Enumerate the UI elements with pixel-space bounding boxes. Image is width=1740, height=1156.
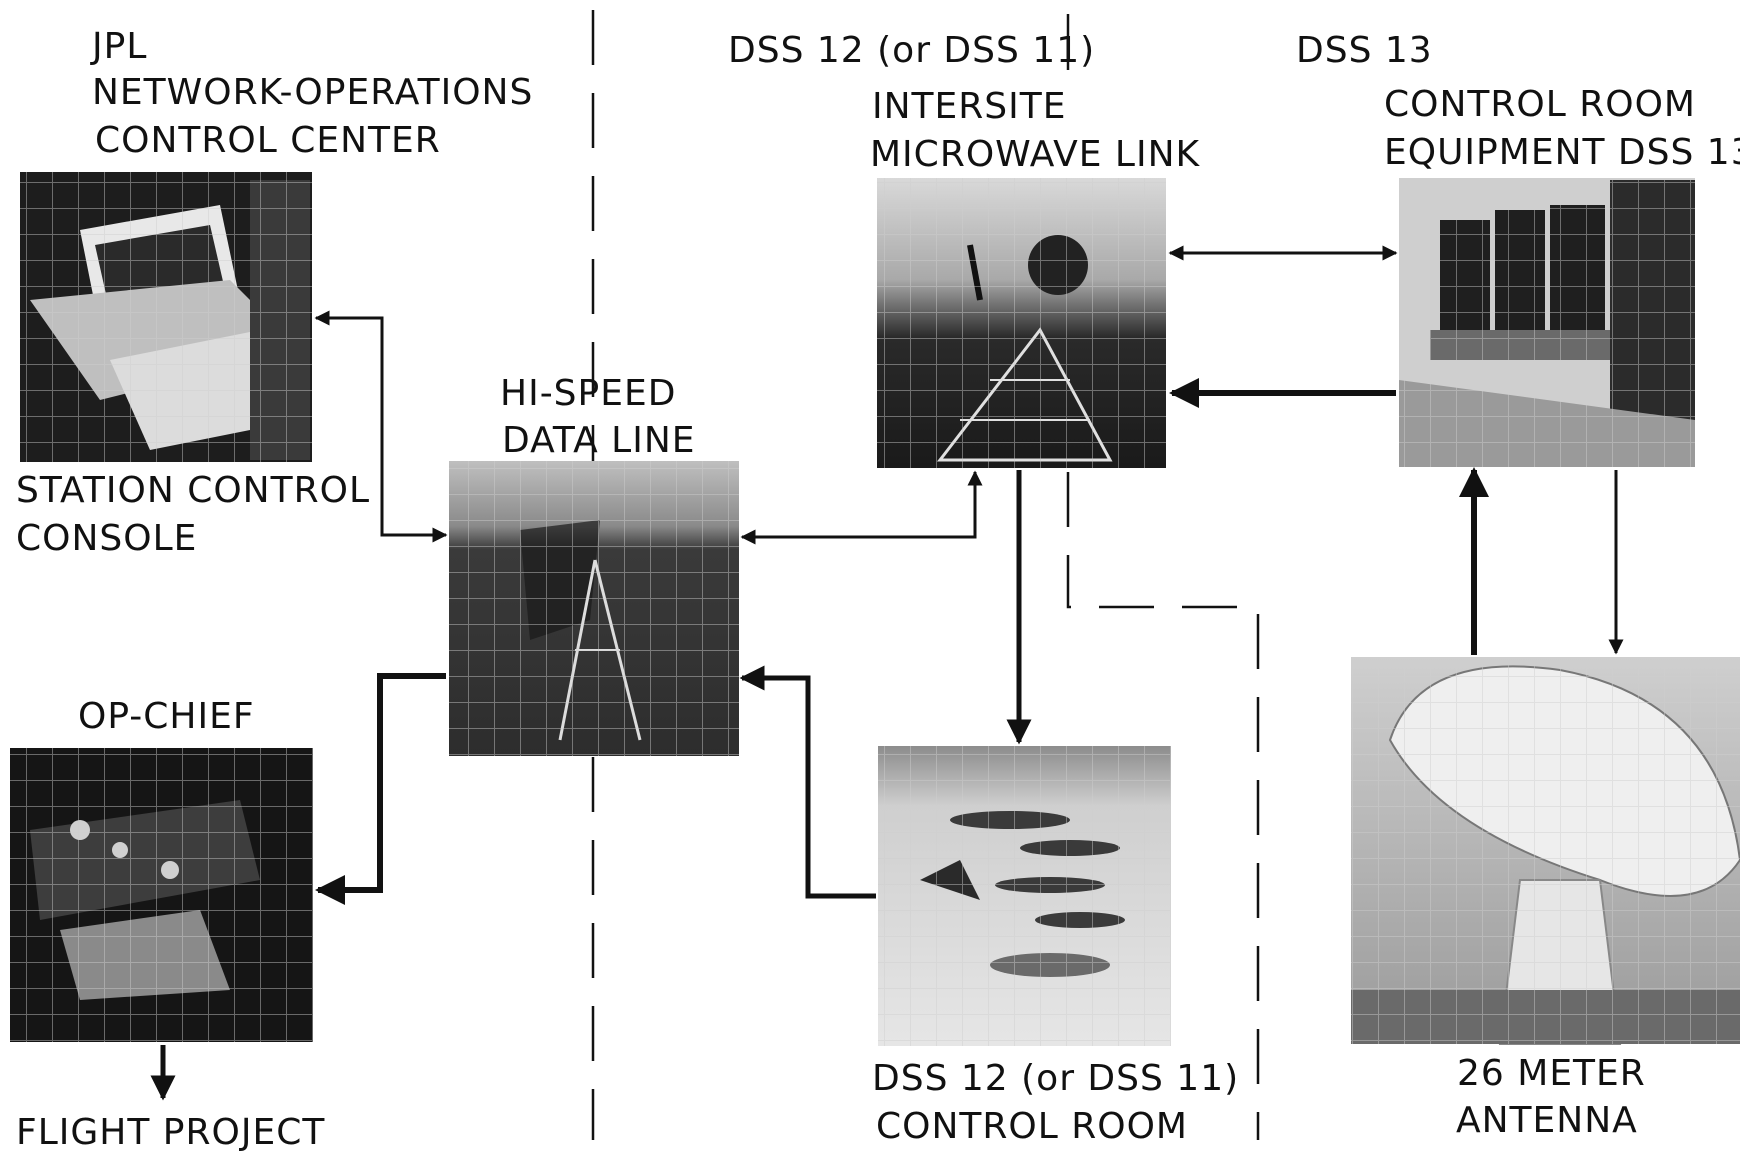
data-line-label-line2: DATA LINE <box>502 420 696 461</box>
link-dataline-opchief <box>315 673 446 905</box>
photo-control-room-dss12 <box>878 746 1171 1046</box>
photo-antenna <box>1351 657 1740 1045</box>
photo-microwave-link <box>877 178 1166 468</box>
region-dss12-header: DSS 12 (or DSS 11) <box>728 30 1095 71</box>
photo-control-room-dss13 <box>1399 178 1695 467</box>
photo-data-line <box>449 461 739 756</box>
control-room-dss13-label-line1: CONTROL ROOM <box>1384 84 1696 125</box>
photo-station-console <box>20 172 312 462</box>
region-jpl-line2: NETWORK-OPERATIONS <box>92 72 533 113</box>
op-chief-label: OP-CHIEF <box>78 696 255 737</box>
region-dss13-header: DSS 13 <box>1296 30 1433 71</box>
link-console-dataline <box>314 310 448 543</box>
divider-dss12-dss13 <box>1066 472 1260 1140</box>
flight-project-label: FLIGHT PROJECT <box>16 1112 325 1153</box>
antenna-label-line2: ANTENNA <box>1456 1100 1638 1141</box>
control-room-dss12-label-line1: DSS 12 (or DSS 11) <box>872 1058 1239 1099</box>
region-jpl-line3: CONTROL CENTER <box>95 120 441 161</box>
link-microwave-dataline <box>740 470 983 545</box>
control-room-dss13-label-line2: EQUIPMENT DSS 13 <box>1384 132 1740 173</box>
microwave-link-label-line2: MICROWAVE LINK <box>870 134 1201 175</box>
photo-op-chief <box>10 748 313 1042</box>
region-jpl-line1: JPL <box>90 26 147 67</box>
link-dss12room-dataline <box>739 665 876 899</box>
station-console-label-line2: CONSOLE <box>16 518 197 559</box>
station-console-label-line1: STATION CONTROL <box>16 470 370 511</box>
antenna-label-line1: 26 METER <box>1457 1053 1646 1094</box>
control-room-dss12-label-line2: CONTROL ROOM <box>876 1106 1188 1147</box>
data-line-label-line1: HI-SPEED <box>500 373 676 414</box>
microwave-link-label-line1: INTERSITE <box>872 86 1067 127</box>
